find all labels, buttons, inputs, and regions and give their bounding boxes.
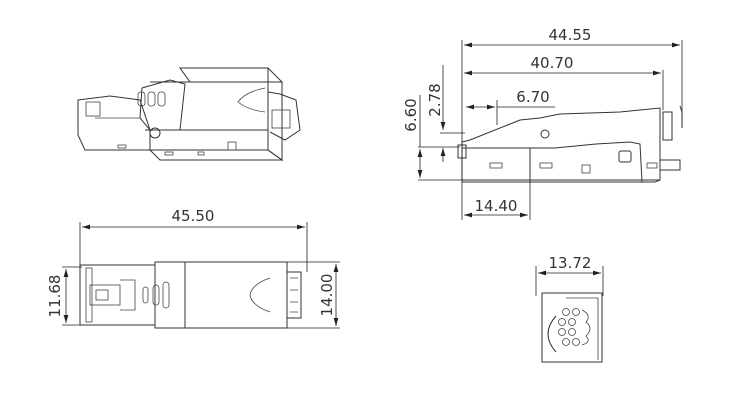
isometric-view xyxy=(77,67,301,161)
dim-40-70: 40.70 xyxy=(531,54,574,72)
dim-2-78: 2.78 xyxy=(426,83,444,116)
dim-44-55: 44.55 xyxy=(549,26,592,44)
dim-45-50: 45.50 xyxy=(172,207,215,225)
side-view: 44.55 40.70 6.70 2.78 6.60 14.40 xyxy=(402,26,683,220)
dim-13-72: 13.72 xyxy=(549,254,592,272)
dim-6-70: 6.70 xyxy=(516,88,549,106)
top-view: 45.50 11.68 14.00 xyxy=(46,207,340,329)
dim-14-00: 14.00 xyxy=(318,274,336,317)
dim-14-40: 14.40 xyxy=(475,197,518,215)
dim-11-68: 11.68 xyxy=(46,275,64,318)
end-view: 13.72 xyxy=(535,254,604,363)
dim-6-60: 6.60 xyxy=(402,98,420,131)
